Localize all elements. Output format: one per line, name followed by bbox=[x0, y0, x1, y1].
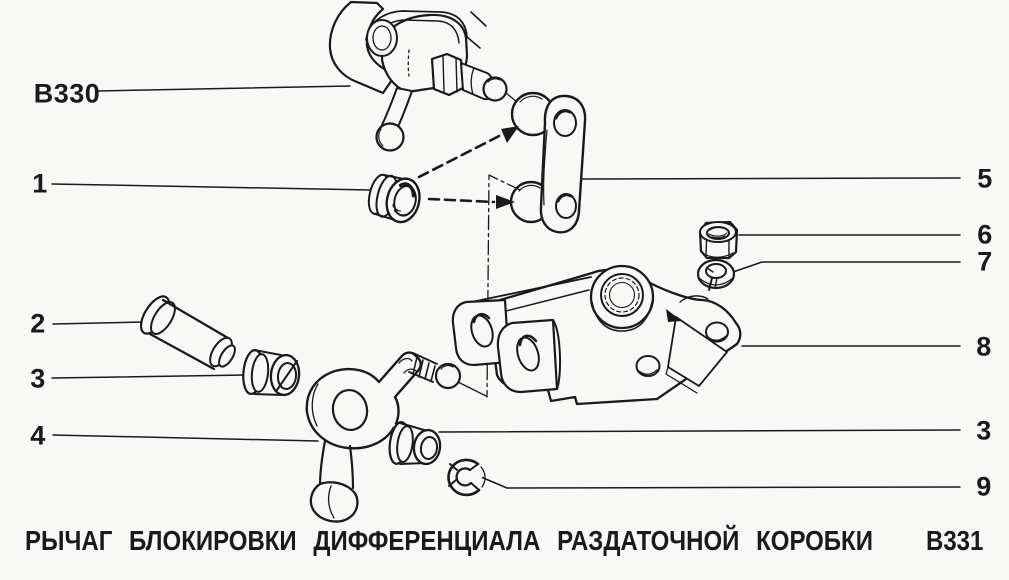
callout-5: 5 bbox=[977, 163, 993, 194]
caption-word: КОРОБКИ bbox=[756, 526, 873, 558]
part-bushing-1 bbox=[367, 173, 421, 224]
leader-line-3-left bbox=[51, 374, 247, 379]
leader-line-5 bbox=[580, 177, 961, 180]
callout-3-right: 3 bbox=[976, 415, 992, 446]
leader-line-7 bbox=[732, 261, 961, 273]
leader-line-9 bbox=[480, 476, 961, 489]
callout-3-left: 3 bbox=[30, 363, 46, 394]
callout-7: 7 bbox=[977, 246, 993, 277]
arrowhead-icon bbox=[501, 126, 519, 143]
part-retaining-clip-9 bbox=[446, 458, 486, 497]
caption-word: РАЗДАТОЧНОЙ bbox=[557, 526, 740, 558]
arrowhead-icon bbox=[496, 195, 515, 209]
callout-4: 4 bbox=[30, 420, 46, 451]
caption-word: РЫЧАГ bbox=[25, 526, 113, 558]
part-bushing-3b bbox=[388, 421, 442, 470]
part-lever-4 bbox=[305, 351, 462, 523]
callout-8: 8 bbox=[976, 331, 992, 362]
callout-1: 1 bbox=[32, 168, 48, 199]
callout-6: 6 bbox=[977, 219, 993, 250]
leader-line-3-right bbox=[438, 429, 961, 433]
part-link-5 bbox=[509, 91, 587, 234]
leader-lines bbox=[51, 85, 961, 489]
part-bracket-8 bbox=[451, 264, 742, 406]
leader-line-1 bbox=[51, 183, 372, 191]
part-nut-6 bbox=[698, 220, 739, 260]
caption-word: ДИФФЕРЕНЦИАЛА bbox=[313, 526, 541, 558]
leader-line-4 bbox=[52, 434, 319, 442]
assembly-arrows bbox=[417, 126, 519, 209]
part-shift-rod-assembly bbox=[328, 0, 518, 152]
callout-b330: B330 bbox=[33, 78, 101, 109]
leader-line-b330 bbox=[96, 85, 351, 92]
figure-code: B331 bbox=[926, 526, 984, 558]
part-bushing-3a bbox=[242, 348, 301, 397]
part-lock-washer-7 bbox=[696, 258, 736, 291]
callout-2: 2 bbox=[30, 308, 46, 339]
caption-word: БЛОКИРОВКИ bbox=[129, 526, 297, 558]
callout-9: 9 bbox=[976, 471, 992, 502]
figure-caption: РЫЧАГ БЛОКИРОВКИ ДИФФЕРЕНЦИАЛА РАЗДАТОЧН… bbox=[25, 526, 873, 558]
leader-line-2 bbox=[52, 321, 143, 325]
part-pin-2 bbox=[139, 295, 236, 371]
